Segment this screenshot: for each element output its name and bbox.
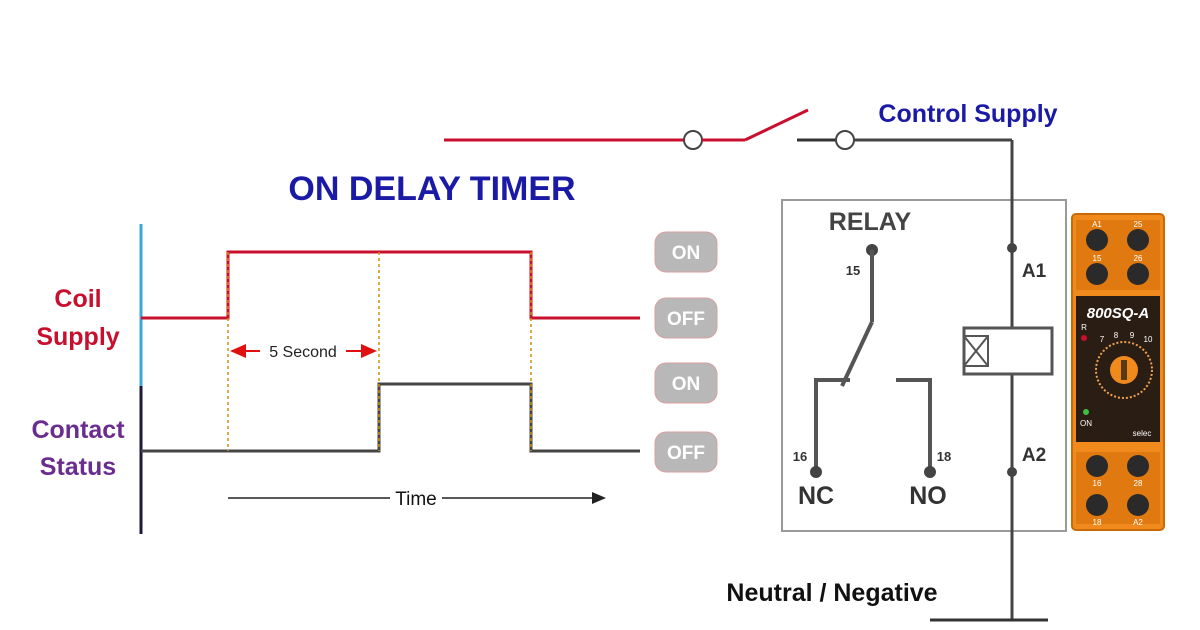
device-indicator-on: ON xyxy=(1080,419,1092,428)
device-terminal-18: 18 xyxy=(1093,518,1102,527)
terminal-18-label: 18 xyxy=(937,449,951,464)
device-terminal-15: 15 xyxy=(1093,254,1102,263)
device-brand: selec xyxy=(1133,429,1152,438)
contact-label-line2: Status xyxy=(40,453,116,481)
time-axis-arrowhead xyxy=(592,492,606,504)
coil-inner xyxy=(963,335,989,367)
device-led-on xyxy=(1083,409,1089,415)
terminal-15-label: 15 xyxy=(846,263,860,278)
device-terminal-a1: A1 xyxy=(1092,220,1102,229)
state-pill-contact-off: OFF xyxy=(654,431,718,473)
switch-terminal-right xyxy=(835,130,855,150)
device-terminal-25: 25 xyxy=(1134,220,1143,229)
dial-mark-9: 9 xyxy=(1130,331,1135,340)
timer-device: A1 25 15 26 800SQ-A R 7 8 9 10 ON selec … xyxy=(1071,213,1165,531)
device-indicator-r: R xyxy=(1081,323,1087,332)
timing-diagram: 5 Second Time Coil Supply Contact Status… xyxy=(31,224,718,534)
terminal-screw-3 xyxy=(1086,263,1108,285)
coil-waveform xyxy=(141,250,640,320)
device-terminal-28: 28 xyxy=(1134,479,1143,488)
state-pill-coil-off: OFF xyxy=(654,297,718,339)
terminal-18-dot xyxy=(924,466,936,478)
dial-mark-7: 7 xyxy=(1100,335,1105,344)
nc-path xyxy=(814,378,850,472)
terminal-16-label: 16 xyxy=(793,449,807,464)
state-pill-coil-off-label: OFF xyxy=(667,309,705,330)
no-path xyxy=(896,378,932,472)
state-pill-contact-on-label: ON xyxy=(672,374,701,395)
device-terminal-26: 26 xyxy=(1134,254,1143,263)
terminal-screw-6 xyxy=(1127,455,1149,477)
delay-label: 5 Second xyxy=(269,344,337,361)
coil-inner-diag-2 xyxy=(963,335,989,367)
terminal-screw-4 xyxy=(1127,263,1149,285)
no-label: NO xyxy=(909,482,947,510)
time-axis-label: Time xyxy=(395,489,437,510)
a2-label: A2 xyxy=(1022,445,1046,466)
contact-label-line1: Contact xyxy=(31,416,125,444)
device-dial-slot xyxy=(1121,360,1127,380)
terminal-screw-1 xyxy=(1086,229,1108,251)
terminal-screw-2 xyxy=(1127,229,1149,251)
control-supply-circuit: Control Supply xyxy=(444,100,1058,150)
device-dial xyxy=(1095,341,1153,399)
delay-arrow-left-head xyxy=(230,344,246,358)
terminal-screw-8 xyxy=(1127,494,1149,516)
state-pill-contact-on: ON xyxy=(654,362,718,404)
switch-blade xyxy=(744,108,809,142)
device-terminal-16: 16 xyxy=(1093,479,1102,488)
dial-mark-8: 8 xyxy=(1114,331,1119,340)
a2-dot xyxy=(1007,467,1017,477)
a1-label: A1 xyxy=(1022,261,1047,282)
relay-box-frame xyxy=(781,199,1067,532)
device-terminal-a2: A2 xyxy=(1133,518,1143,527)
coil-label-line2: Supply xyxy=(36,323,119,351)
relay-box: RELAY 15 16 NC 18 NO A1 A2 xyxy=(781,140,1067,620)
state-pill-coil-on-label: ON xyxy=(672,243,701,264)
contact-blade xyxy=(840,321,874,387)
coil-label-line1: Coil xyxy=(54,285,101,313)
switch-terminal-left xyxy=(683,130,703,150)
neutral-label: Neutral / Negative xyxy=(726,579,937,607)
control-supply-label: Control Supply xyxy=(878,100,1057,128)
contact-waveform xyxy=(141,382,640,453)
neutral-rail: Neutral / Negative xyxy=(726,579,1048,622)
terminal-16-dot xyxy=(810,466,822,478)
state-pill-coil-on: ON xyxy=(654,231,718,273)
state-pill-contact-off-label: OFF xyxy=(667,443,705,464)
delay-arrow-right-head xyxy=(361,344,377,358)
diagram-title: ON DELAY TIMER xyxy=(288,170,575,208)
terminal-screw-7 xyxy=(1086,494,1108,516)
dial-mark-10: 10 xyxy=(1144,335,1153,344)
device-led-r xyxy=(1081,335,1087,341)
relay-label: RELAY xyxy=(829,208,912,236)
device-bottom-terminals: 16 28 18 A2 xyxy=(1076,452,1160,527)
device-model: 800SQ-A xyxy=(1087,305,1150,322)
a1-dot xyxy=(1007,243,1017,253)
device-top-terminals: A1 25 15 26 xyxy=(1076,220,1160,290)
nc-label: NC xyxy=(798,482,834,510)
terminal-screw-5 xyxy=(1086,455,1108,477)
